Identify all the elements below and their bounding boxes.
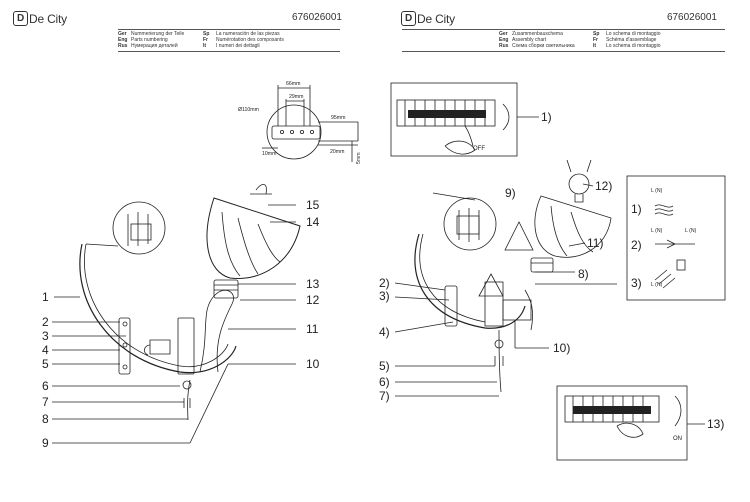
logo-d-icon: D (13, 11, 28, 26)
header-top-rule (402, 29, 725, 30)
callout-6: 6) (379, 375, 390, 389)
product-code: 676026001 (291, 12, 342, 23)
callout-11: 11 (306, 322, 319, 336)
dim-95mm: 95mm (331, 115, 345, 121)
callout-13: 13 (306, 277, 320, 291)
wire-step-1: 1) (631, 202, 642, 216)
callout-2: 2 (42, 315, 49, 329)
label-off: OFF (473, 146, 485, 152)
terminal-off-box (390, 82, 518, 157)
wire-label-3: L (N) (685, 228, 697, 234)
callout-11: 11) (587, 236, 603, 250)
wire-label-4: L (N) (651, 282, 663, 288)
callout-1: 1) (541, 110, 552, 124)
product-code-right: 676026001 (666, 12, 717, 23)
mounting-plate-drawing (262, 85, 359, 162)
header-bottom-rule (402, 51, 725, 52)
header-bottom-rule (118, 51, 340, 52)
callout-13: 13) (707, 417, 724, 431)
callout-8: 8) (578, 267, 589, 281)
callout-9: 9) (505, 186, 516, 200)
callout-7: 7) (379, 389, 390, 403)
wire-label-1: L (N) (651, 188, 663, 194)
callout-4: 4) (379, 325, 390, 339)
callout-8: 8 (42, 412, 49, 426)
dim-10mm: 10mm (262, 151, 276, 157)
assembly-diagram: OFF ON 1) 2) 3) L (N) L (N) L (N) L (N) … (379, 82, 726, 461)
wire-step-2: 2) (631, 238, 642, 252)
callout-7: 7 (42, 395, 49, 409)
terminal-state-labels: OFF ON (473, 146, 682, 442)
dim-diameter: Ø110mm (238, 107, 259, 113)
dimension-labels: 66mm 29mm 95mm Ø110mm 10mm 20mm 5mm (238, 81, 362, 164)
wire-step-labels: 1) 2) 3) L (N) L (N) L (N) L (N) (631, 188, 697, 290)
wire-steps-box (626, 175, 726, 301)
callout-9: 9 (42, 436, 49, 450)
wire-label-2: L (N) (651, 228, 663, 234)
part-callouts: 1 2 3 4 5 6 7 8 9 10 11 12 13 14 15 (42, 198, 320, 450)
callout-14: 14 (306, 215, 320, 229)
brand-logo-right: D De City (401, 11, 455, 26)
brand-logo: D De City (13, 11, 67, 26)
dim-29mm: 29mm (289, 94, 303, 100)
callout-10: 10) (553, 341, 570, 355)
callout-15: 15 (306, 198, 320, 212)
terminal-on-box (556, 385, 688, 461)
callout-2: 2) (379, 276, 390, 290)
header-top-rule (118, 29, 340, 30)
dim-20mm: 20mm (330, 149, 344, 155)
callout-5: 5 (42, 357, 49, 371)
callout-12: 12 (306, 293, 320, 307)
assembly-callouts: 1) 2) 3) 4) 5) 6) 7) 8) 9) 10) 11) 12) 1… (379, 110, 724, 431)
label-on: ON (673, 436, 682, 442)
callout-5: 5) (379, 359, 390, 373)
callout-1: 1 (42, 290, 49, 304)
parts-diagram: 66mm 29mm 95mm Ø110mm 10mm 20mm 5mm 1 2 … (42, 81, 362, 450)
dim-66mm: 66mm (286, 81, 300, 87)
callout-4: 4 (42, 343, 49, 357)
callout-3: 3) (379, 289, 390, 303)
wire-step-3: 3) (631, 276, 642, 290)
callout-3: 3 (42, 329, 49, 343)
logo-d-icon: D (401, 11, 416, 26)
dim-5mm: 5mm (356, 152, 362, 164)
callout-6: 6 (42, 379, 49, 393)
callout-12: 12) (595, 179, 612, 193)
callout-10: 10 (306, 357, 320, 371)
